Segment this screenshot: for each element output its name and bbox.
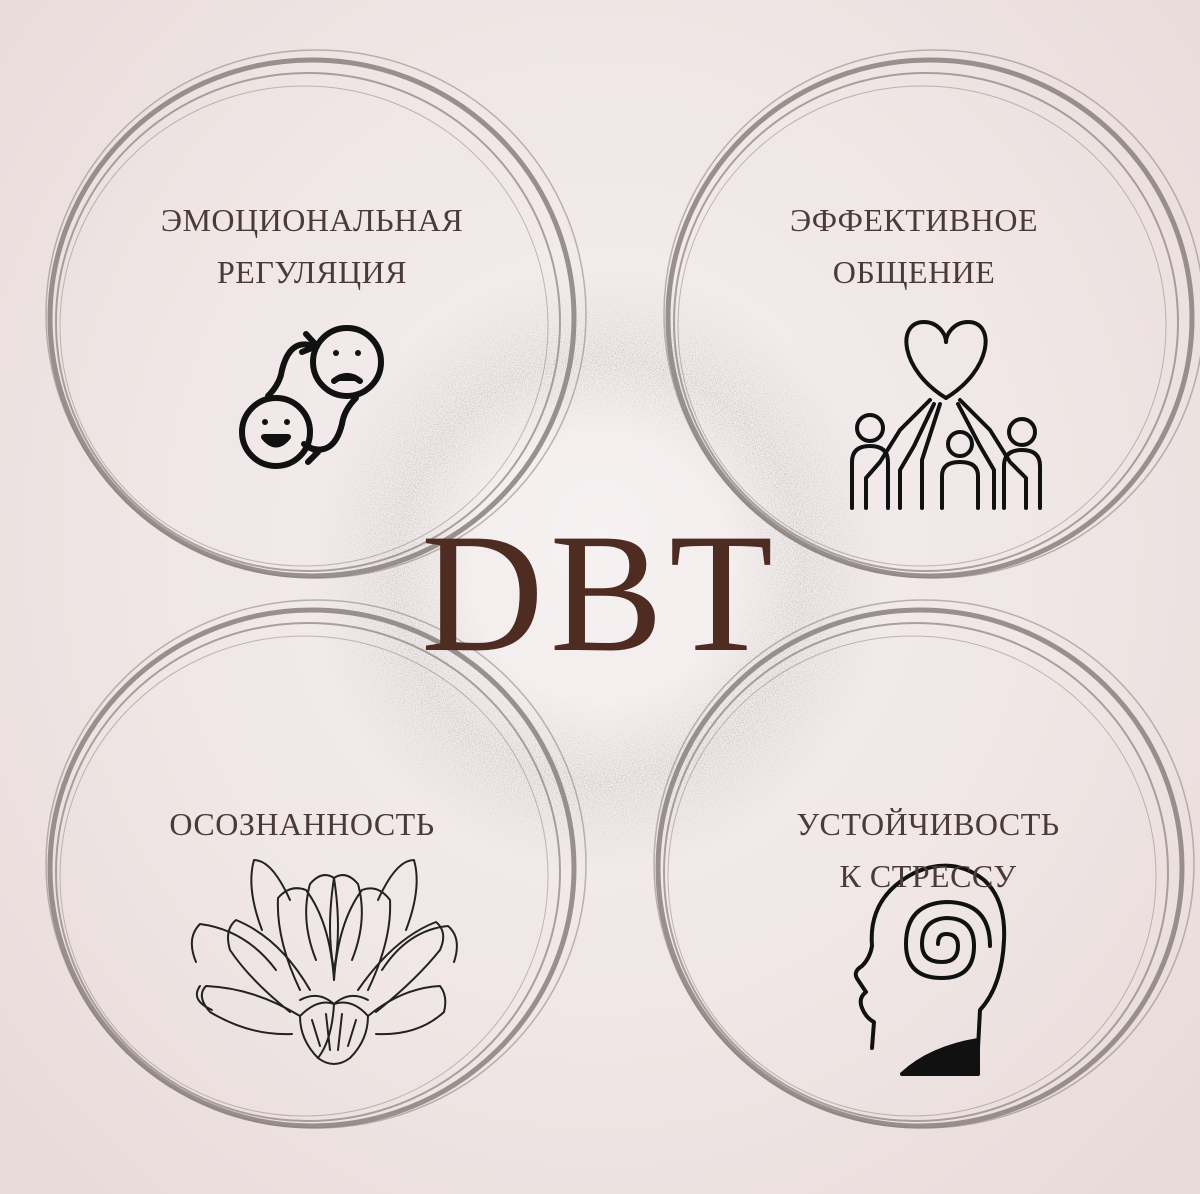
label-line: РЕГУЛЯЦИЯ xyxy=(217,254,407,290)
label-line: УСТОЙЧИВОСТЬ xyxy=(796,806,1060,842)
ring-bottom-right xyxy=(653,599,1195,1129)
label-line: К СТРЕССУ xyxy=(839,858,1017,894)
label-line: ЭМОЦИОНАЛЬНАЯ xyxy=(160,202,464,238)
label-line: ЭФФЕКТИВНОЕ xyxy=(790,202,1038,238)
lotus-icon xyxy=(190,859,458,1065)
label-effective-communication: ЭФФЕКТИВНОЕ ОБЩЕНИЕ xyxy=(744,194,1084,298)
ring-top-right xyxy=(663,49,1200,579)
head-spiral-icon xyxy=(853,863,1007,1076)
dust-ring xyxy=(310,270,890,870)
people-heart-icon xyxy=(850,320,1042,510)
label-line: ОБЩЕНИЕ xyxy=(832,254,996,290)
label-mindfulness: ОСОЗНАННОСТЬ xyxy=(122,798,482,850)
label-line: ОСОЗНАННОСТЬ xyxy=(169,806,435,842)
label-emotional-regulation: ЭМОЦИОНАЛЬНАЯ РЕГУЛЯЦИЯ xyxy=(112,194,512,298)
ring-bottom-left xyxy=(45,599,587,1129)
emotion-cycle-icon xyxy=(239,325,384,469)
label-distress-tolerance: УСТОЙЧИВОСТЬ К СТРЕССУ xyxy=(748,798,1108,902)
ring-top-left xyxy=(45,49,587,579)
diagram-title: DBT xyxy=(421,499,779,687)
